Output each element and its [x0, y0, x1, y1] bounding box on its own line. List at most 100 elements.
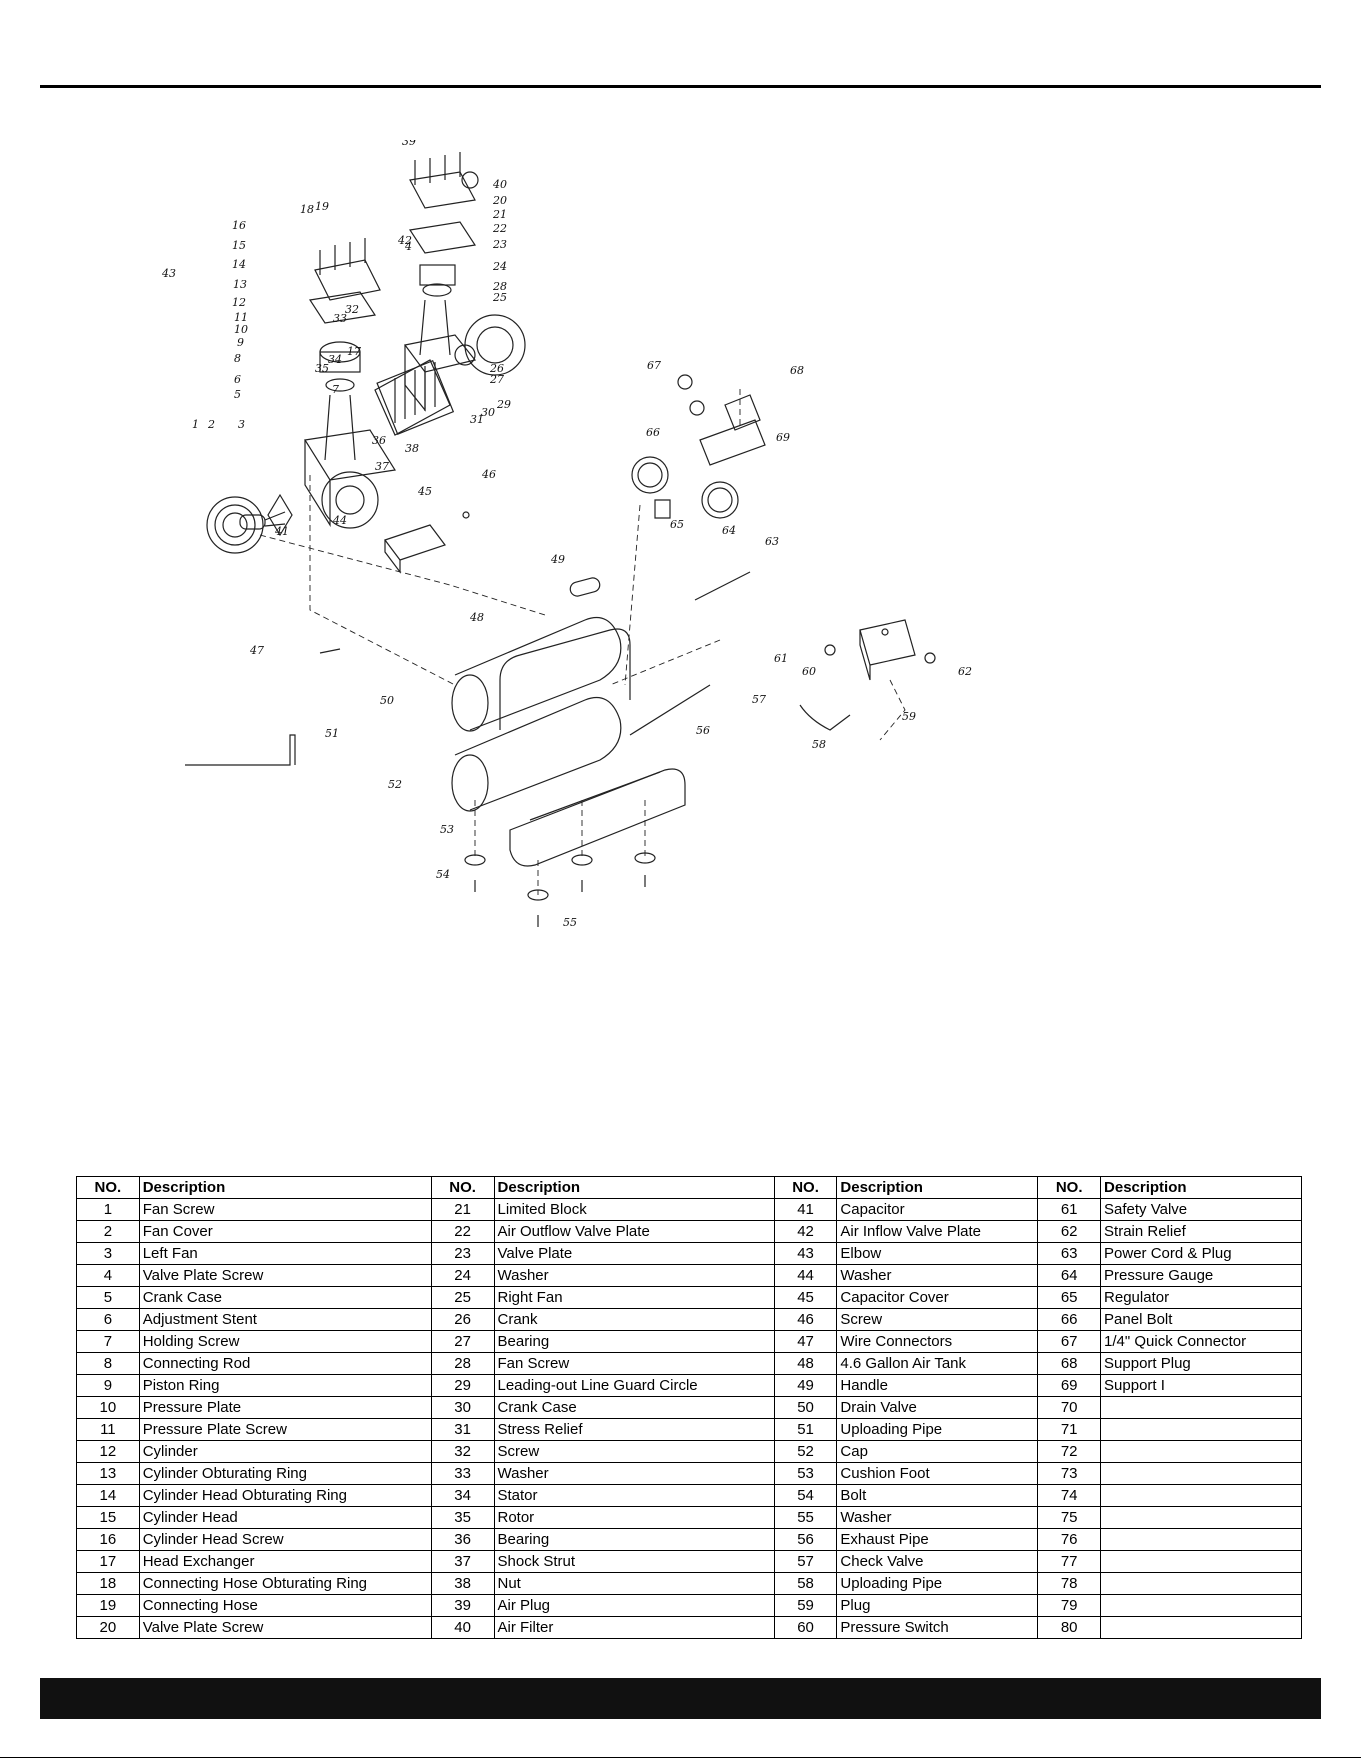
part-number-cell: 71 [1037, 1418, 1102, 1441]
callout-label: 13 [233, 278, 247, 291]
part-description-cell: Piston Ring [138, 1374, 432, 1397]
part-description-cell: Air Filter [493, 1616, 775, 1639]
part-number-cell: 18 [76, 1572, 140, 1595]
left-fan-drawing [206, 493, 293, 554]
callout-label: 53 [440, 823, 454, 836]
callout-label: 51 [325, 727, 339, 740]
right-fan-drawing [454, 314, 526, 376]
part-description-cell: Right Fan [493, 1286, 775, 1309]
part-number-cell: 77 [1037, 1550, 1102, 1573]
callout-label: 64 [722, 524, 736, 537]
motor-drawing [374, 359, 455, 436]
callout-label: 60 [802, 665, 816, 678]
parts-list-table: NO. Description NO. Description NO. Desc… [76, 1176, 1302, 1639]
part-description-cell: Pressure Plate [138, 1396, 432, 1419]
part-description-cell [1100, 1528, 1302, 1551]
header-no: NO. [76, 1176, 140, 1199]
part-number-cell: 59 [773, 1594, 838, 1617]
part-number-cell: 14 [76, 1484, 140, 1507]
part-description-cell: Panel Bolt [1100, 1308, 1302, 1331]
callout-label: 14 [232, 258, 246, 271]
part-description-cell: Washer [493, 1264, 775, 1287]
part-description-cell: Valve Plate [493, 1242, 775, 1265]
part-description-cell: Washer [836, 1506, 1039, 1529]
callout-label: 39 [402, 140, 416, 148]
part-number-cell: 43 [773, 1242, 838, 1265]
part-number-cell: 62 [1037, 1220, 1102, 1243]
part-number-cell: 12 [76, 1440, 140, 1463]
callout-label: 20 [492, 194, 507, 207]
part-description-cell: Pressure Gauge [1100, 1264, 1302, 1287]
part-number-cell: 49 [773, 1374, 838, 1397]
callout-label: 48 [469, 611, 484, 624]
part-description-cell: Washer [493, 1462, 775, 1485]
callout-label: 32 [345, 303, 359, 316]
callout-label: 2 [207, 418, 215, 431]
part-number-cell: 79 [1037, 1594, 1102, 1617]
callout-label: 56 [696, 724, 710, 737]
part-number-cell: 45 [773, 1286, 838, 1309]
part-number-cell: 37 [430, 1550, 495, 1573]
part-number-cell: 35 [430, 1506, 495, 1529]
part-description-cell: Crank Case [138, 1286, 432, 1309]
callout-label: 69 [776, 431, 790, 444]
part-description-cell: Cylinder Head Obturating Ring [138, 1484, 432, 1507]
part-number-cell: 69 [1037, 1374, 1102, 1397]
callout-label: 27 [489, 373, 504, 386]
callout-label: 8 [234, 352, 241, 365]
part-description-cell: Cylinder [138, 1440, 432, 1463]
part-number-cell: 30 [430, 1396, 495, 1419]
part-description-cell: Safety Valve [1100, 1198, 1302, 1221]
part-description-cell: Connecting Hose [138, 1594, 432, 1617]
footer-bar [40, 1678, 1321, 1719]
callout-label: 43 [161, 267, 176, 280]
callout-label: 67 [647, 359, 661, 372]
callout-label: 44 [332, 514, 347, 527]
part-description-cell: Plug [836, 1594, 1039, 1617]
callout-label: 26 [489, 362, 504, 375]
callout-label: 11 [234, 311, 248, 324]
part-description-cell: Uploading Pipe [836, 1572, 1039, 1595]
callout-label: 28 [492, 280, 507, 293]
callout-label: 25 [492, 291, 507, 304]
part-number-cell: 6 [76, 1308, 140, 1331]
part-number-cell: 26 [430, 1308, 495, 1331]
part-description-cell: Air Outflow Valve Plate [493, 1220, 775, 1243]
header-no: NO. [773, 1176, 838, 1199]
part-number-cell: 70 [1037, 1396, 1102, 1419]
part-description-cell: 4.6 Gallon Air Tank [836, 1352, 1039, 1375]
part-number-cell: 63 [1037, 1242, 1102, 1265]
part-description-cell: Support Plug [1100, 1352, 1302, 1375]
diagram-svg: 1234567891011121314151617181920212223242… [161, 135, 972, 929]
header-description: Description [836, 1176, 1039, 1199]
callout-label: 12 [232, 296, 246, 309]
callout-label: 57 [752, 693, 766, 706]
callout-label: 15 [232, 239, 246, 252]
part-description-cell: Adjustment Stent [138, 1308, 432, 1331]
part-description-cell [1100, 1550, 1302, 1573]
callout-label: 16 [232, 219, 246, 232]
part-number-cell: 22 [430, 1220, 495, 1243]
callout-label: 37 [375, 460, 389, 473]
part-description-cell: Crank [493, 1308, 775, 1331]
part-description-cell [1100, 1594, 1302, 1617]
part-description-cell [1100, 1396, 1302, 1419]
part-description-cell: Bearing [493, 1528, 775, 1551]
part-description-cell: Crank Case [493, 1396, 775, 1419]
part-number-cell: 44 [773, 1264, 838, 1287]
part-number-cell: 72 [1037, 1440, 1102, 1463]
callout-label: 17 [347, 345, 361, 358]
part-description-cell: Capacitor Cover [836, 1286, 1039, 1309]
